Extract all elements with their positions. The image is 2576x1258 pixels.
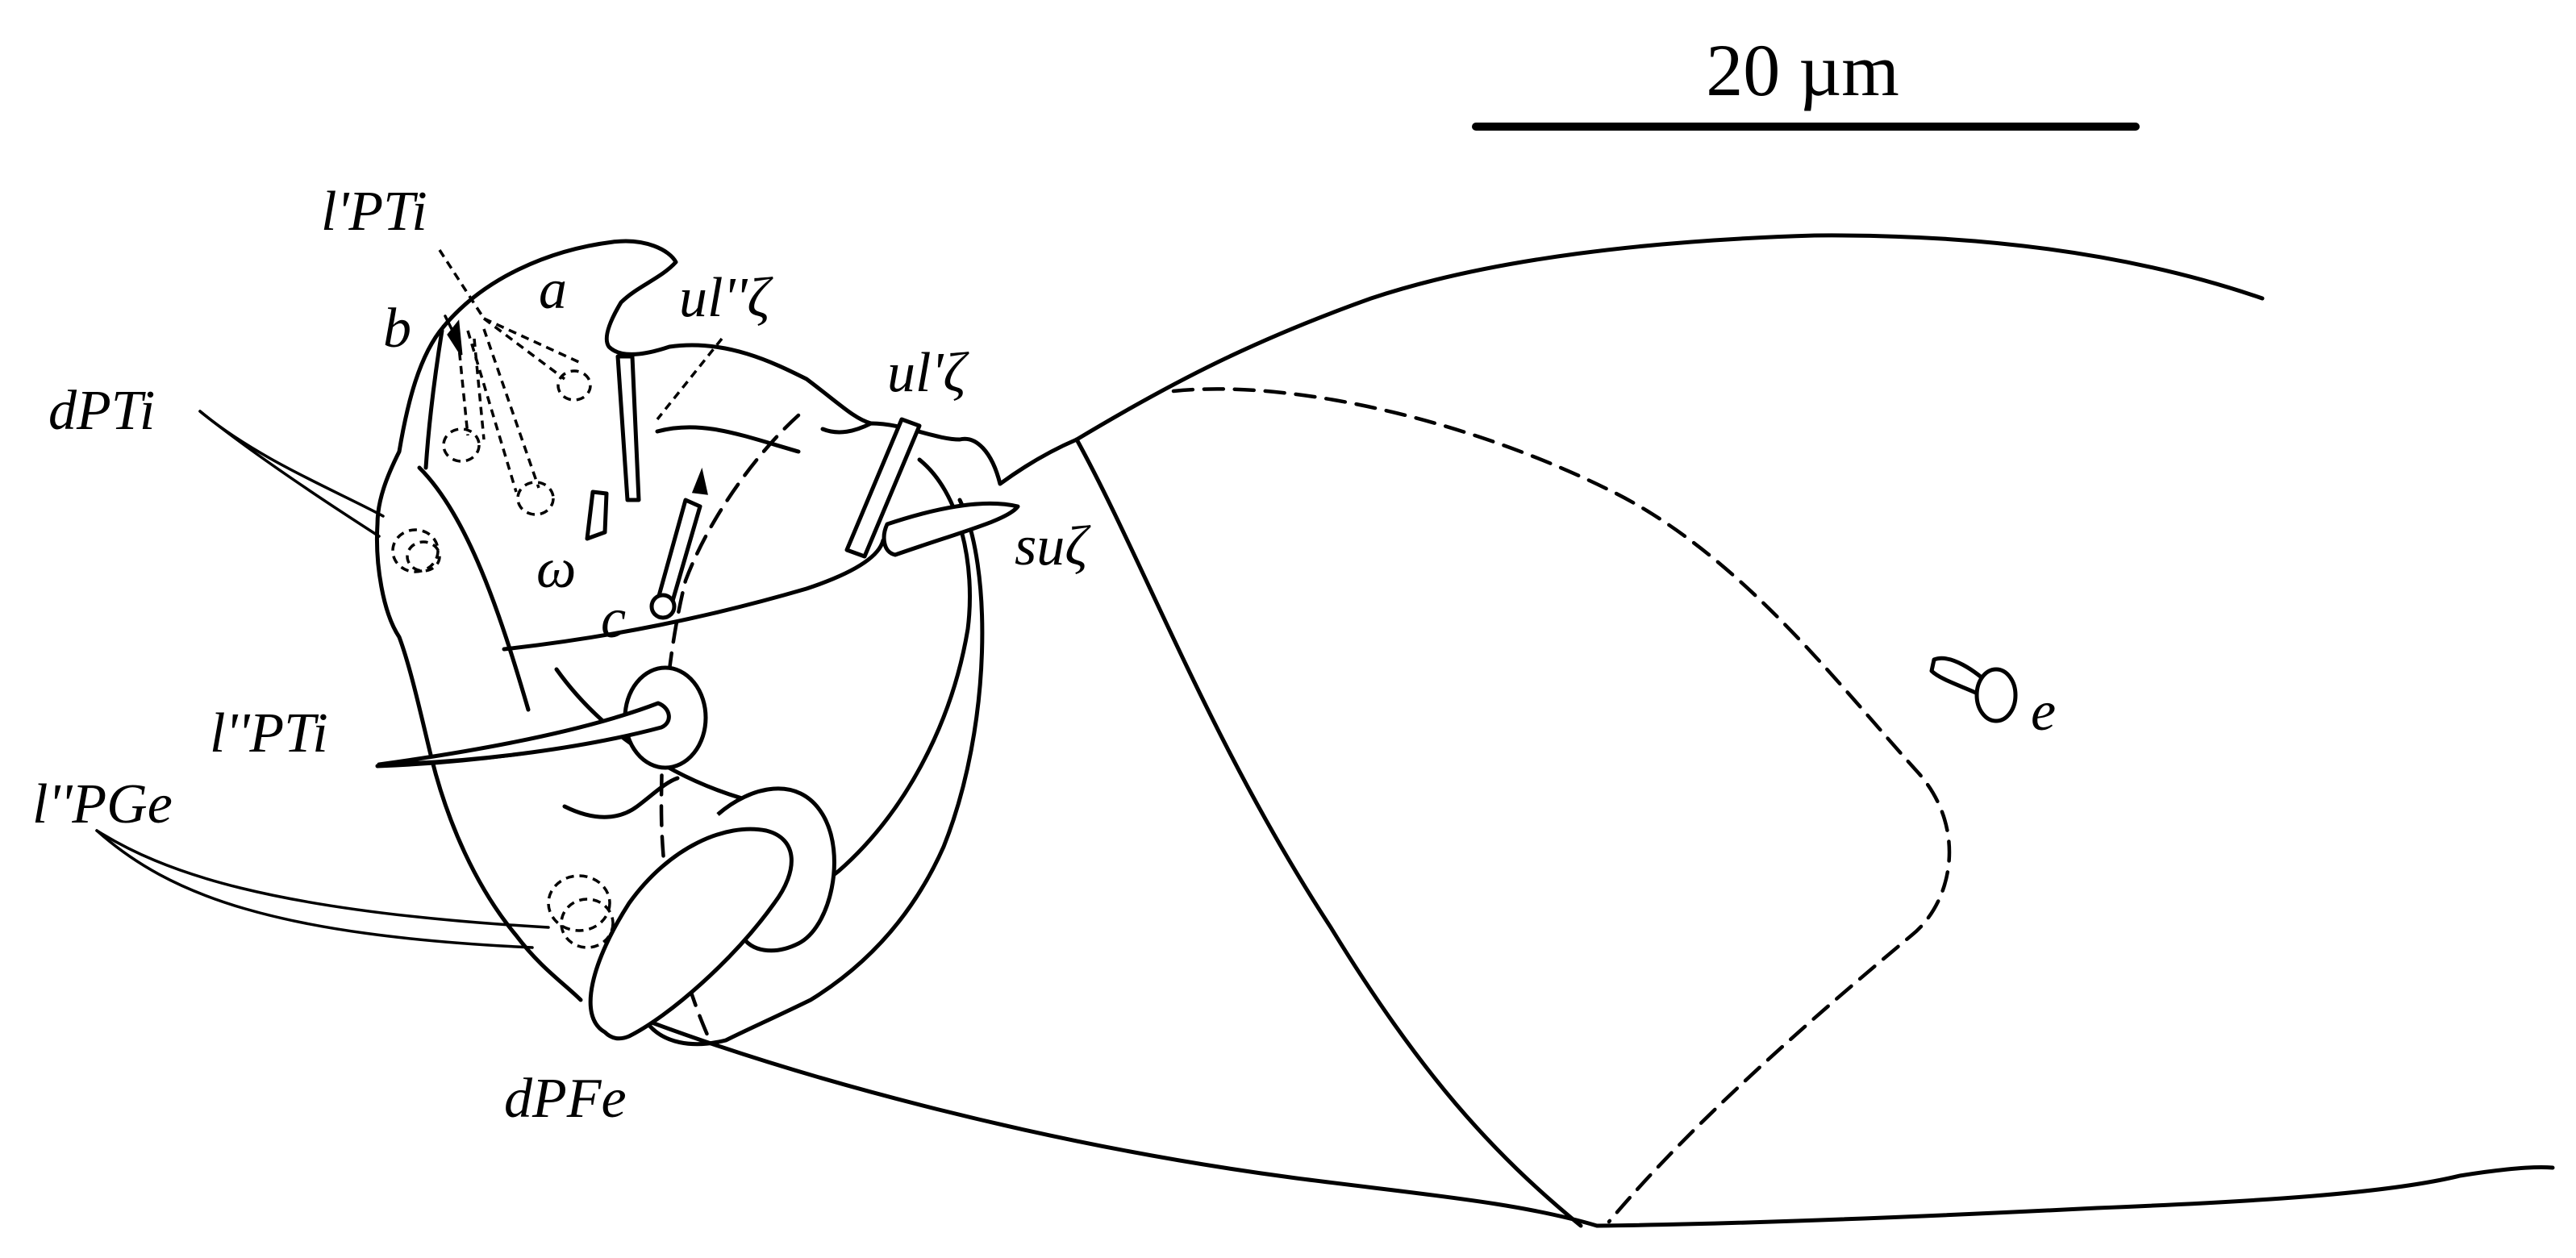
tibia-outline [375,324,583,1002]
tarsus-outline [441,239,873,426]
label-su-zeta: suζ [1015,515,1091,577]
label-lPTi-prime: l'PTi [321,181,427,243]
labels: l'PTi a b ul''ζ ul'ζ dPTi ω c suζ l''PTi… [32,181,1091,1130]
seta-omega [585,489,609,541]
label-dPTi: dPTi [48,380,155,442]
body-outline-lower [643,1018,2555,1228]
seta-e [1929,656,2018,723]
dash-socket-a [556,369,592,402]
dash-seta-a [482,317,566,381]
dash-socket-lPGe [547,874,611,932]
seta-c-tip [691,467,708,495]
leader-lPGe-1 [95,829,550,929]
label-a: a [539,259,567,321]
label-ul2-zeta: ul''ζ [679,267,773,329]
leader-lPGe-2 [95,829,534,949]
seta-dPFe [588,827,794,1041]
scale-bar: 20 µm [1472,29,2140,131]
seta-e-socket [1974,667,2018,723]
dash-socket-dPTi [391,528,440,573]
label-c: c [601,588,626,650]
dash-socket-dPTi-2 [406,540,441,573]
dash-seta-3 [466,330,518,493]
tarsal-setae [444,314,1020,620]
label-ul1-zeta: ul'ζ [887,342,969,404]
internal-dashed-setae [391,317,615,949]
body-inner-line [1074,437,1583,1228]
tibia-fold [423,328,444,470]
seta-c-socket [649,593,677,620]
seta-ul1-zeta [844,417,922,559]
dash-seta-a-2 [483,317,581,364]
seta-su-zeta [882,501,1020,557]
label-omega: ω [536,538,576,600]
seta-l2-PTi-redraw [377,701,671,767]
dash-seta-4 [482,328,540,489]
tibia-tarsus [375,239,886,1002]
label-lPGe-double: l''PGe [32,773,173,835]
dash-socket-lPGe-2 [560,898,615,949]
body-segment: e [643,233,2555,1228]
dash-socket-1 [442,427,481,463]
dash-seta-2 [473,338,486,440]
leader-dPTi-2 [198,410,381,538]
leader-dPTi-1 [198,410,385,518]
label-lPTi-double: l''PTi [210,702,328,764]
tarsus-top-inner [655,425,801,454]
tibia-inner-line [417,465,531,712]
label-e: e [2031,681,2056,743]
leader-lines [95,249,723,949]
seta-b-tip [444,314,453,331]
genu-tibia-joint [562,776,680,819]
large-setae [375,665,836,1041]
seta-ul2-zeta [615,354,641,502]
label-dPFe: dPFe [504,1068,627,1130]
dash-seta-1 [456,338,469,436]
body-internal-dashed [1171,387,1952,1224]
tarsus-lower-edge [502,538,886,652]
leader-ul2-zeta [656,337,723,421]
seta-c [655,498,702,609]
scale-bar-label: 20 µm [1706,29,1899,111]
femur-ring-outer [643,498,985,1047]
dash-socket-2 [516,481,555,516]
femur-outline-lower [820,421,1079,486]
body-outline-upper [1074,233,2265,442]
label-b: b [383,298,411,360]
